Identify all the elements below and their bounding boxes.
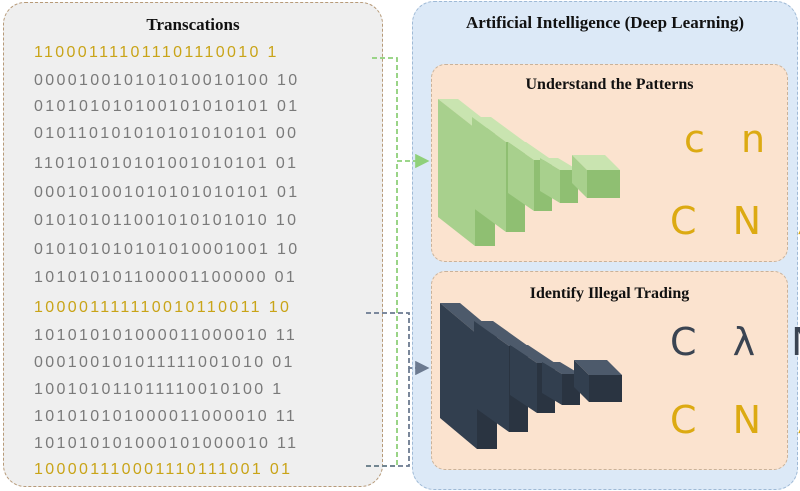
transaction-row: 110001111011101110010 1 <box>34 44 279 61</box>
arrow-bottom-to-illegal <box>366 368 410 467</box>
transaction-row: 100001110001110111001 01 <box>34 461 293 478</box>
patterns-title: Understand the Patterns <box>525 76 694 93</box>
arrow-to-patterns <box>372 57 430 169</box>
transactions-panel: Transcations <box>3 2 383 487</box>
green-neural-network-icon <box>438 99 620 246</box>
transaction-row: 010101010100101010101 01 <box>34 98 300 115</box>
patterns-glyphs-top: c n λ <box>684 117 800 161</box>
transaction-row: 101010101000011000010 11 <box>34 408 298 425</box>
ai-title: Artificial Intelligence (Deep Learning) <box>465 13 745 32</box>
illegal-glyphs-bottom: C N λ <box>670 398 800 442</box>
illegal-glyphs-top: C λ N <box>670 320 800 364</box>
transaction-row: 101010101000101000010 11 <box>34 435 299 452</box>
transactions-title: Transcations <box>146 15 240 34</box>
arrow-to-illegal <box>366 312 430 376</box>
illegal-title: Identify Illegal Trading <box>529 285 690 302</box>
transaction-row: 100101011011110010100 1 <box>34 381 284 398</box>
transaction-row: 000010010101010010100 10 <box>34 72 300 89</box>
transaction-row: 000100101011111001010 01 <box>34 354 295 371</box>
dark-neural-network-icon <box>440 303 622 449</box>
transaction-row: 100001111110010110011 10 <box>34 299 292 316</box>
patterns-glyphs-bottom: C N λ <box>670 199 800 243</box>
transaction-row: 101010101000011000010 11 <box>34 327 298 344</box>
transaction-row: 010110101010101010101 00 <box>34 125 299 142</box>
transaction-row: 010101011001010101010 10 <box>34 212 299 229</box>
transaction-row: 101010101100001100000 01 <box>34 269 298 286</box>
transaction-row: 010101010101010001001 10 <box>34 241 300 258</box>
transaction-row: 000101001010101010101 01 <box>34 184 300 201</box>
transaction-row: 110101010101001010101 01 <box>34 155 299 172</box>
